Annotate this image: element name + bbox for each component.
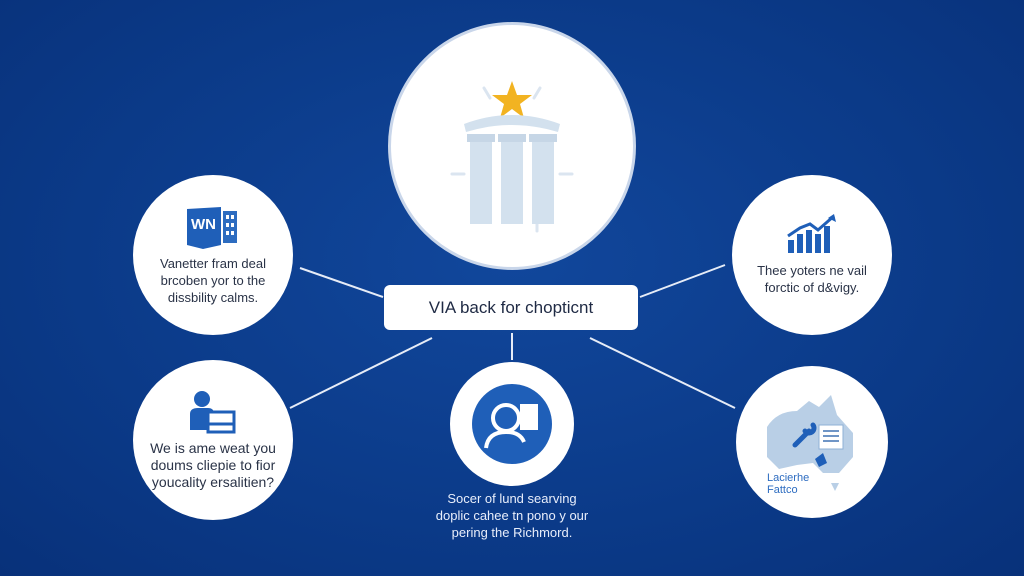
node-text-line: brcoben yor to the	[160, 272, 266, 288]
node-circle-eligibility: We is ame weat you doums cliepie to fior…	[133, 360, 293, 520]
node-text-line: forctic of d&vigy.	[764, 280, 860, 295]
node-text-line: doplic cahee tn pono y our	[435, 508, 589, 523]
pillars-with-star-icon	[450, 81, 574, 233]
node-caption-support: Socer of lund searving doplic cahee tn p…	[412, 490, 612, 541]
node-text-line: doums cliepie to fior	[150, 456, 276, 473]
node-text-line: youcality ersalitien?	[151, 473, 275, 490]
person-at-desk-icon	[190, 390, 236, 433]
australia-map-icon: Lacierhe Fattco	[767, 395, 853, 496]
node-text-line: We is ame weat you	[150, 439, 276, 456]
connector-line	[589, 337, 736, 409]
node-circle-support	[450, 362, 574, 486]
person-chat-icon	[472, 384, 552, 464]
node-circle-map: Lacierhe Fattco	[736, 366, 888, 518]
node-text-line: Thee yoters ne vail	[757, 263, 867, 278]
connector-line	[289, 337, 433, 409]
connector-line	[639, 264, 726, 298]
center-label: VIA back for chopticnt	[428, 297, 594, 317]
node-text-line: Vanetter fram deal	[160, 255, 266, 271]
node-text-line: dissbility calms.	[167, 289, 259, 305]
node-text-line: Socer of lund searving	[447, 491, 577, 506]
map-label-line: Lacierhe	[767, 472, 809, 484]
bar-chart-growth-icon	[787, 214, 836, 253]
center-label-box: VIA back for chopticnt	[384, 285, 638, 330]
node-circle-growth: Thee yoters ne vail forctic of d&vigy.	[732, 175, 892, 335]
connector-line	[299, 267, 384, 298]
icon-text: WN	[191, 216, 216, 233]
node-text-line: pering the Richmord.	[451, 525, 573, 540]
document-building-icon: WN	[187, 206, 237, 249]
center-hub-circle	[388, 22, 636, 270]
map-label-line: Fattco	[767, 484, 798, 496]
node-circle-disability-claims: WN Vanetter fram deal brcoben yor to the…	[133, 175, 293, 335]
